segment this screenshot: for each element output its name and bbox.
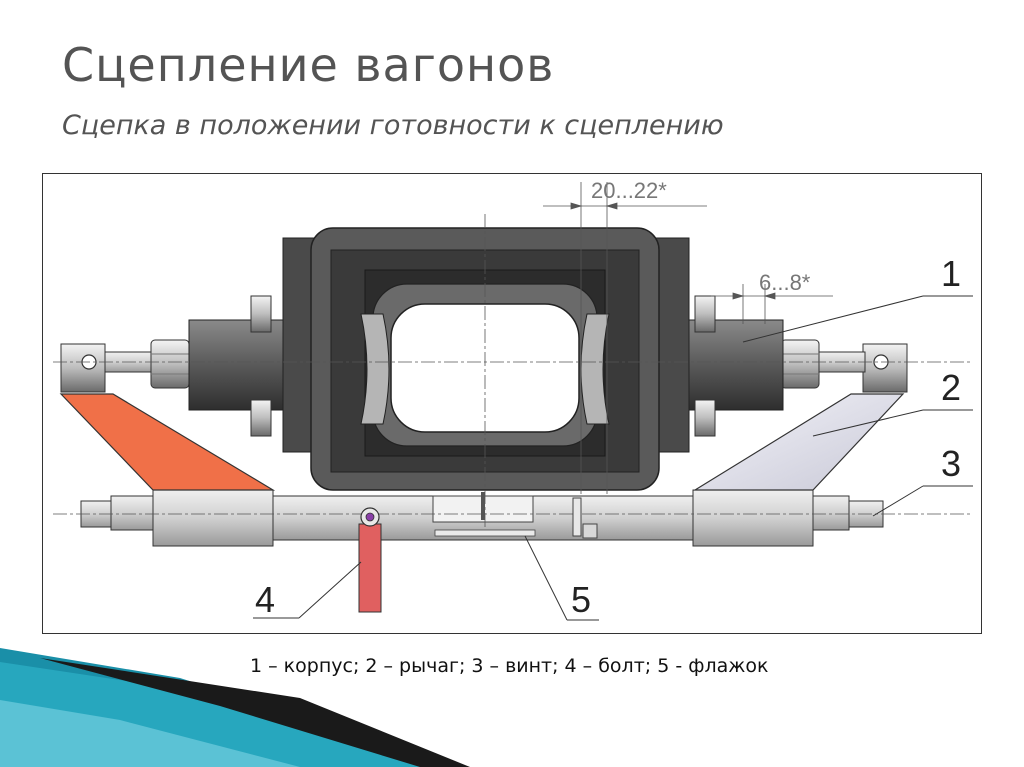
callout-line-1 bbox=[742, 295, 924, 343]
slide-title: Сцепление вагонов bbox=[62, 38, 555, 92]
right-eye-bracket bbox=[818, 343, 908, 393]
decorative-swoosh bbox=[0, 648, 470, 767]
callout-2: 2 bbox=[941, 367, 961, 408]
left-nut bbox=[150, 339, 190, 389]
right-nut bbox=[780, 339, 820, 389]
flag bbox=[434, 492, 598, 539]
callout-line-2 bbox=[812, 409, 924, 437]
legend-caption: 1 – корпус; 2 – рычаг; 3 – винт; 4 – бол… bbox=[250, 655, 769, 677]
callout-3: 3 bbox=[941, 443, 961, 484]
housing bbox=[282, 227, 690, 491]
callout-5: 5 bbox=[571, 579, 591, 620]
lever-left bbox=[59, 393, 276, 491]
lever-right bbox=[692, 393, 905, 491]
slide-subtitle: Сцепка в положении готовности к сцеплени… bbox=[62, 110, 724, 141]
callout-line-5 bbox=[524, 535, 568, 621]
left-cylinder bbox=[188, 319, 288, 411]
coupling-diagram: 20...22* 6...8* 1 2 bbox=[42, 173, 982, 634]
centerlines bbox=[53, 214, 973, 534]
callout-4: 4 bbox=[255, 579, 275, 620]
dimension-side bbox=[711, 284, 833, 324]
dimension-top bbox=[543, 182, 707, 494]
bolt-heads bbox=[250, 295, 716, 437]
coupling-drawing: 20...22* 6...8* 1 2 bbox=[53, 178, 973, 621]
bolt bbox=[358, 507, 382, 613]
left-eye-bracket bbox=[60, 343, 152, 393]
callout-line-3 bbox=[872, 485, 924, 517]
right-cylinder bbox=[688, 319, 784, 411]
dimension-top-label: 20...22* bbox=[591, 178, 667, 203]
dimension-side-label: 6...8* bbox=[759, 270, 811, 295]
callout-1: 1 bbox=[941, 253, 961, 294]
callout-line-4 bbox=[298, 561, 362, 619]
